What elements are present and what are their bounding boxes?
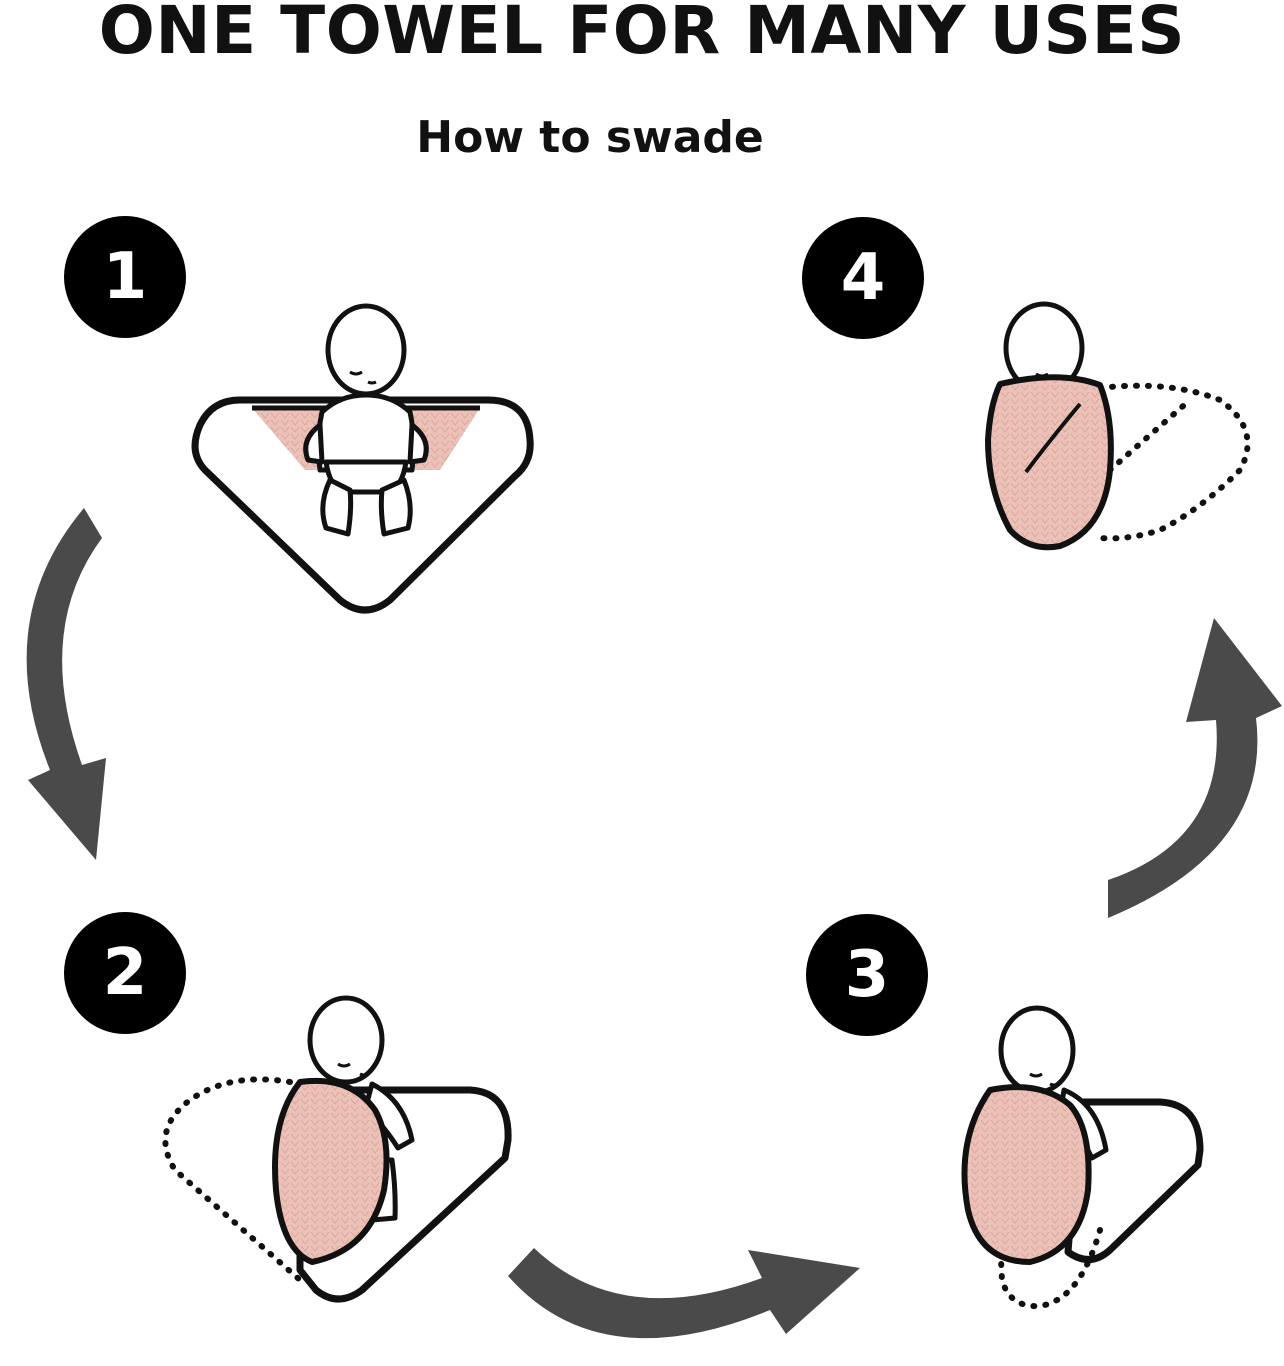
page-title: ONE TOWEL FOR MANY USES (98, 0, 1186, 69)
step-2-baby (307, 995, 415, 1223)
step-1-baby (303, 303, 429, 537)
step-4-wrap-fold-line (1024, 402, 1082, 474)
step-4-illustration (985, 301, 1251, 551)
arrow-step-2-to-3 (508, 1248, 860, 1339)
arrow-step-3-to-4 (1108, 618, 1282, 918)
step-1-illustration (191, 303, 534, 614)
step-4-dotted-wrap (1097, 382, 1251, 542)
step-3-illustration (961, 1005, 1204, 1310)
step-1-badge: 1 (64, 216, 186, 338)
step-2-badge: 2 (64, 912, 186, 1034)
page-subtitle: How to swade (416, 112, 764, 163)
step-3-folded-pink-wrap (961, 1084, 1092, 1265)
step-2-folded-pink-corner (272, 1077, 390, 1265)
step-3-badge: 3 (806, 914, 928, 1036)
step-2-illustration (162, 995, 512, 1303)
step-2-dotted-fold (162, 1076, 303, 1283)
step-4-badge: 4 (802, 217, 924, 339)
step-4-wrapped-bundle (985, 374, 1114, 551)
arrow-step-1-to-2 (26, 508, 106, 860)
step-3-dotted-fold (997, 1227, 1103, 1310)
